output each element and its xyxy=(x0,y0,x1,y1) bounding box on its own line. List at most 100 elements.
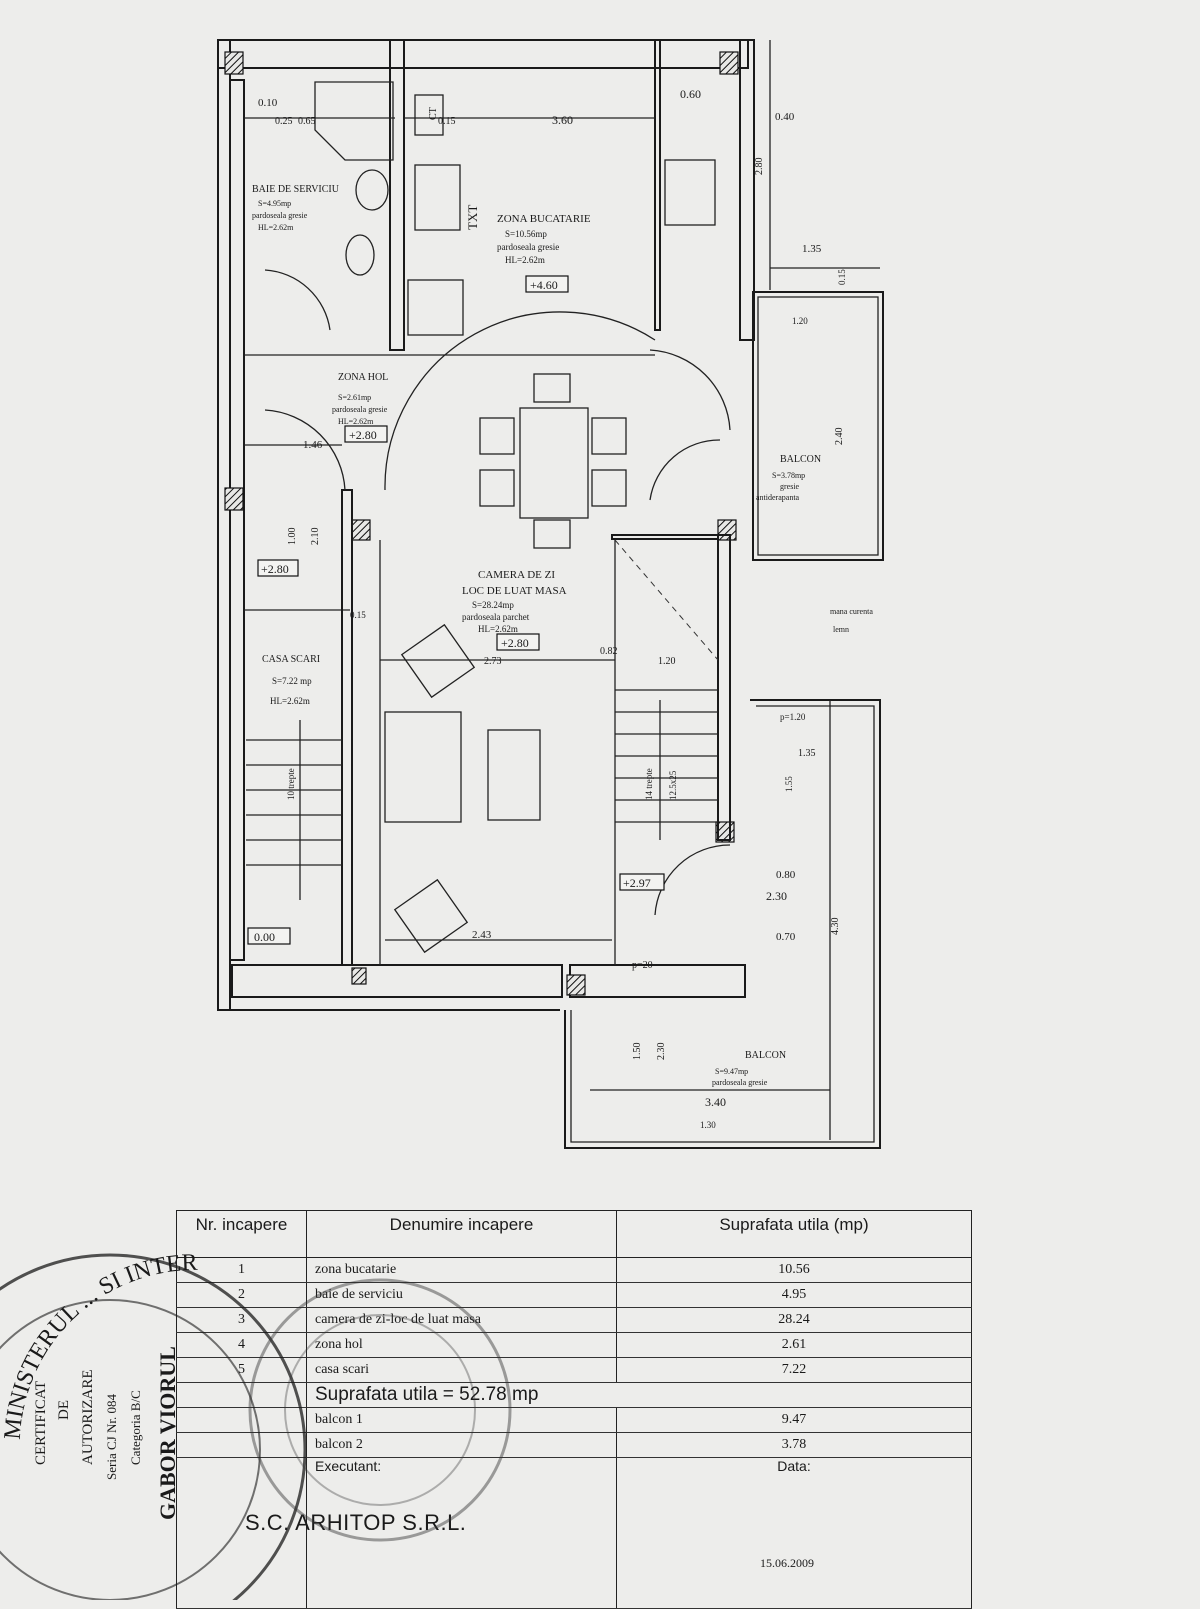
room-area: S=10.56mp xyxy=(505,229,547,239)
annotation: 10 trepte xyxy=(286,768,296,800)
authorization-stamp: MINISTERUL ... SI INTERNELOR CERTIFICAT … xyxy=(0,1240,512,1600)
dimension-value: 3.60 xyxy=(552,113,573,127)
stamp-name: GABOR VIORUL xyxy=(155,1346,180,1520)
dimension-value: 2.80 xyxy=(754,158,765,176)
room-floor: gresie xyxy=(780,482,800,491)
table-row: 1 zona bucatarie 10.56 xyxy=(176,1257,972,1283)
floor-plan: BAIE DE SERVICIU S=4.95mp pardoseala gre… xyxy=(217,39,884,1149)
level-mark: +2.80 xyxy=(501,636,529,650)
annotation: TXT xyxy=(465,205,480,230)
room-area: S=28.24mp xyxy=(472,600,514,610)
dimension-value: 1.30 xyxy=(700,1120,716,1130)
room-name: ZONA BUCATARIE xyxy=(497,213,591,225)
dimension-value: 2.30 xyxy=(766,889,787,903)
dimension-value: 0.15 xyxy=(837,269,847,285)
annotation: 12.5x25 xyxy=(668,770,678,800)
annotation: p=1.20 xyxy=(780,712,806,722)
interior-walls xyxy=(244,354,731,966)
header-area: Suprafata utila (mp) xyxy=(616,1210,972,1258)
room-name: BALCON xyxy=(745,1050,786,1061)
dimension-value: 2.73 xyxy=(484,656,502,667)
executant-label: Executant: xyxy=(306,1457,617,1609)
dimension-value: 0.25 xyxy=(275,116,293,127)
level-mark: +2.97 xyxy=(623,876,651,890)
furniture xyxy=(314,81,716,954)
dimension-value: 3.40 xyxy=(705,1095,726,1109)
door-swings xyxy=(264,269,731,916)
stairs-right xyxy=(614,539,719,840)
room-floor-2: antiderapanta xyxy=(756,493,800,502)
dimension-value: 0.60 xyxy=(680,87,701,101)
document-date: 15.06.2009 xyxy=(760,1556,814,1570)
dimension-value: 1.35 xyxy=(798,748,816,759)
room-floor: pardoseala gresie xyxy=(497,242,559,252)
room-table: Nr. incapere Denumire incapere Suprafata… xyxy=(176,1210,972,1609)
balcony-bottom xyxy=(564,699,881,1149)
level-mark: +2.80 xyxy=(261,562,289,576)
room-area: 28.24 xyxy=(616,1307,972,1333)
dimension-value: 2.30 xyxy=(656,1043,667,1061)
room-area: S=2.61mp xyxy=(338,393,371,402)
room-name: zona hol xyxy=(306,1332,617,1358)
dimension-value: 0.70 xyxy=(776,931,796,943)
room-labels: BAIE DE SERVICIU S=4.95mp pardoseala gre… xyxy=(252,184,821,1087)
level-marks: +2.80 +2.97 0.00 xyxy=(247,559,665,945)
balcony-right xyxy=(752,291,884,561)
room-height: HL=2.62m xyxy=(270,696,310,706)
stamp-line: Categoria B/C xyxy=(128,1390,143,1465)
dimension-value: 1.00 xyxy=(287,528,298,546)
room-name: CASA SCARI xyxy=(262,654,320,665)
room-name: baie de serviciu xyxy=(306,1282,617,1308)
room-area: S=3.78mp xyxy=(772,471,805,480)
stamp-line: AUTORIZARE xyxy=(80,1369,96,1465)
room-name: BAIE DE SERVICIU xyxy=(252,184,340,195)
room-floor: pardoseala gresie xyxy=(712,1078,768,1087)
annotation: CT xyxy=(428,107,439,120)
total-area: Suprafata utila = 52.78 mp xyxy=(306,1382,972,1408)
room-height: HL=2.62m xyxy=(478,624,518,634)
balcony-area: 9.47 xyxy=(616,1407,972,1433)
room-area: 10.56 xyxy=(616,1257,972,1283)
annotation: mana curenta xyxy=(830,607,873,616)
table-row: 4 zona hol 2.61 xyxy=(176,1332,972,1358)
room-height: HL=2.62m xyxy=(258,223,294,232)
table-row: balcon 1 9.47 xyxy=(176,1407,972,1433)
dimension-value: 1.50 xyxy=(632,1043,643,1061)
dimension-value: 2.40 xyxy=(834,428,845,446)
dimension-value: 0.10 xyxy=(258,97,278,109)
level-mark: 0.00 xyxy=(254,930,275,944)
dimension-value: 2.10 xyxy=(310,528,321,546)
date-label: Data: xyxy=(616,1457,972,1609)
room-name: CAMERA DE ZI xyxy=(478,569,555,581)
balcony-name: balcon 1 xyxy=(306,1407,617,1433)
room-name: casa scari xyxy=(306,1357,617,1383)
annotation: p=20 xyxy=(632,960,653,971)
room-area: S=9.47mp xyxy=(715,1067,748,1076)
stamp-line: CERTIFICAT xyxy=(33,1381,49,1465)
dimension-value: 1.35 xyxy=(802,243,822,255)
stamp-line: DE xyxy=(56,1400,72,1420)
dimension-value: 0.15 xyxy=(438,116,456,127)
room-height: HL=2.62m xyxy=(505,255,545,265)
dimension-value: 0.82 xyxy=(600,646,618,657)
dimension-value: 1.55 xyxy=(784,776,794,792)
dimension-value: 1.46 xyxy=(303,439,323,451)
dimension-values: 0.10 0.25 0.65 0.15 3.60 0.60 0.40 2.80 … xyxy=(258,87,847,1130)
room-area: 2.61 xyxy=(616,1332,972,1358)
column-hatches xyxy=(224,51,739,996)
room-area: 4.95 xyxy=(616,1282,972,1308)
dimension-value: 1.20 xyxy=(658,656,676,667)
stamp-line: Seria CJ Nr. 084 xyxy=(104,1394,119,1480)
room-height: HL=2.62m xyxy=(338,417,374,426)
dimension-value: 0.65 xyxy=(298,116,316,127)
room-nr: 4 xyxy=(176,1332,307,1358)
dimension-value: 1.20 xyxy=(792,316,808,326)
room-nr: 1 xyxy=(176,1257,307,1283)
room-floor: pardoseala parchet xyxy=(462,612,530,622)
plan-annotations: CT TXT p=1.20 p=20 mana curenta lemn 10 … xyxy=(286,107,873,971)
balcony-area: 3.78 xyxy=(616,1432,972,1458)
dimension-value: 2.43 xyxy=(472,929,492,941)
table-row: 2 baie de serviciu 4.95 xyxy=(176,1282,972,1308)
signature-row: Executant: Data: xyxy=(176,1457,972,1609)
room-area: S=4.95mp xyxy=(258,199,291,208)
